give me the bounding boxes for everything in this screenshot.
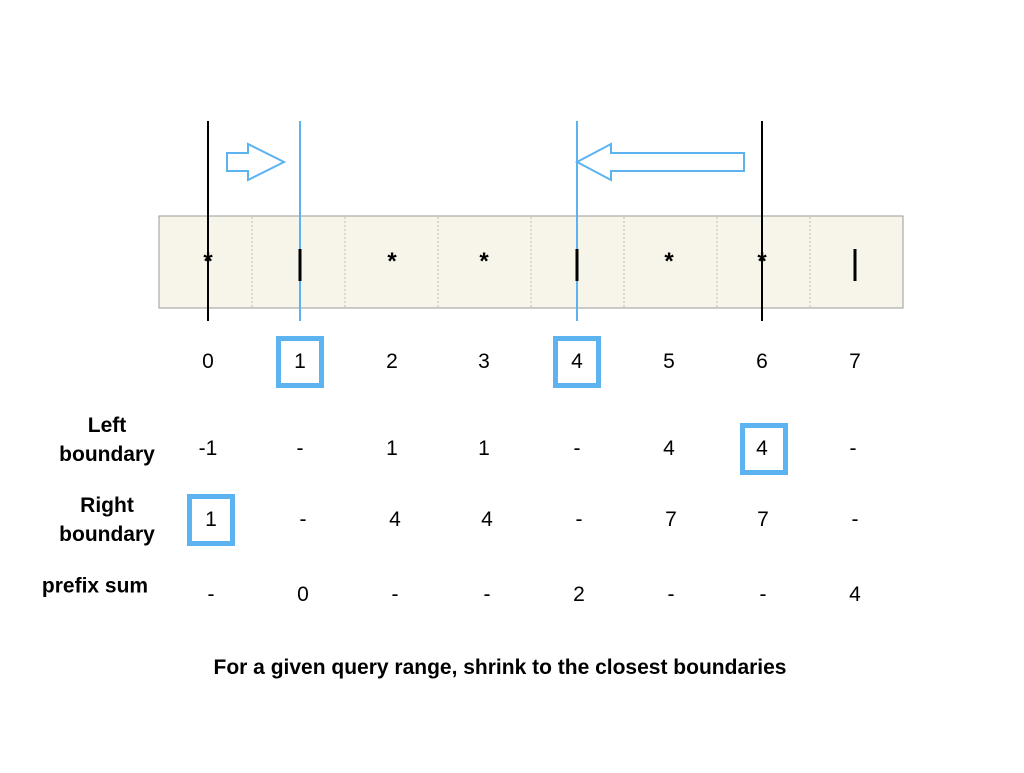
right-arrow-icon — [226, 142, 287, 182]
element-mark: * — [479, 248, 489, 275]
right-boundary-value: 4 — [481, 508, 493, 531]
index-label: 0 — [202, 350, 214, 373]
right-boundary-highlight-box — [187, 494, 235, 546]
left-boundary-value: 1 — [478, 437, 490, 460]
element-mark: * — [664, 248, 674, 275]
prefix-sum-value: - — [667, 583, 675, 606]
left-boundary-value: - — [296, 437, 304, 460]
element-mark: * — [387, 248, 397, 275]
right-boundary-label-line1: Right — [80, 494, 134, 517]
element-mark: * — [203, 248, 213, 275]
right-boundary-label-line2: boundary — [59, 523, 155, 546]
index-label: 6 — [756, 350, 768, 373]
prefix-sum-label: prefix sum — [41, 574, 149, 598]
left-boundary-value: 4 — [756, 437, 768, 460]
right-boundary-row-label: Right boundary — [59, 491, 155, 549]
index-label: 1 — [294, 350, 306, 373]
right-boundary-value: 7 — [665, 508, 677, 531]
index-highlight-box — [276, 336, 324, 388]
prefix-sum-row-label: prefix sum — [42, 572, 148, 601]
prefix-sum-value: - — [391, 583, 399, 606]
index-highlight-box — [553, 336, 601, 388]
prefix-sum-value: - — [483, 583, 491, 606]
right-boundary-value: 1 — [205, 508, 217, 531]
index-label: 3 — [478, 350, 490, 373]
left-boundary-value: 4 — [663, 437, 675, 460]
boundary-mark — [853, 249, 857, 281]
right-boundary-value: - — [299, 508, 307, 531]
left-boundary-highlight-box — [740, 423, 788, 475]
right-boundary-value: 4 — [389, 508, 401, 531]
right-boundary-value: 7 — [757, 508, 769, 531]
boundary-mark — [298, 249, 302, 281]
left-boundary-row-label: Left boundary — [59, 411, 155, 469]
index-label: 4 — [571, 350, 583, 373]
boundary-mark — [575, 249, 579, 281]
index-label: 7 — [849, 350, 861, 373]
left-boundary-value: 1 — [386, 437, 398, 460]
left-boundary-label-line1: Left — [87, 414, 127, 437]
prefix-sum-value: - — [759, 583, 767, 606]
index-label: 2 — [386, 350, 398, 373]
left-arrow-icon — [574, 142, 745, 182]
left-boundary-value: - — [573, 437, 581, 460]
left-boundary-value: -1 — [198, 437, 218, 460]
left-boundary-value: - — [849, 437, 857, 460]
prefix-sum-value: 0 — [297, 583, 309, 606]
prefix-sum-value: 2 — [573, 583, 585, 606]
prefix-sum-value: - — [207, 583, 215, 606]
element-mark: * — [757, 248, 767, 275]
caption: For a given query range, shrink to the c… — [213, 656, 787, 679]
prefix-sum-value: 4 — [849, 583, 861, 606]
index-label: 5 — [663, 350, 675, 373]
right-boundary-value: - — [851, 508, 859, 531]
left-boundary-label-line2: boundary — [59, 443, 155, 466]
right-boundary-value: - — [575, 508, 583, 531]
